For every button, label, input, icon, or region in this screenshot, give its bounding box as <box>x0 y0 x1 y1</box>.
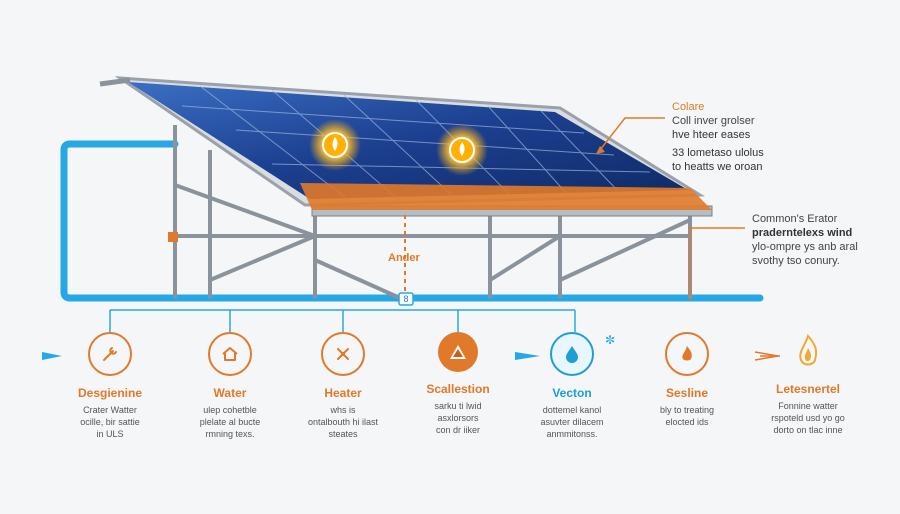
flow-connector <box>109 309 576 332</box>
step-item: Sesline bly to treating elocted ids <box>617 332 757 428</box>
step-title: Letesnertel <box>775 382 841 396</box>
heat-glow-icon <box>436 124 488 176</box>
callout-right-line: svothy tso conury. <box>752 255 840 267</box>
center-label: Ander <box>388 252 420 264</box>
step-desc: in ULS <box>96 429 124 439</box>
step-item: Vecton dottemel kanol asuvter dilacem an… <box>502 332 642 440</box>
callout-right-line: ylo-ompre ys anb aral <box>752 241 858 253</box>
flame-icon <box>665 332 709 376</box>
step-item: Heater whs is ontalbouth hi ilast steate… <box>273 332 413 440</box>
step-item: Scallestion sarku ti lwid asxlorsors con… <box>388 332 528 436</box>
step-title: Scallestion <box>426 382 490 396</box>
callout-leaders <box>599 117 745 300</box>
step-desc: asxlorsors <box>437 413 479 423</box>
step-desc: rspoteld usd yo go <box>771 413 845 423</box>
step-title: Water <box>213 386 247 400</box>
callout-right-heading: Common's Erator <box>752 213 838 225</box>
house-icon <box>208 332 252 376</box>
step-item: Water ulep cohetble plelate al bucte rmn… <box>160 332 300 440</box>
wrench-icon <box>88 332 132 376</box>
step-desc: ocille, bir sattie <box>80 417 140 427</box>
step-desc: sarku ti lwid <box>434 401 482 411</box>
step-desc: ulep cohetble <box>203 405 257 415</box>
callout-right: Common's Erator praderntelexs wind ylo-o… <box>752 212 892 268</box>
step-item: Desgienine Crater Watter ocille, bir sat… <box>40 332 180 440</box>
fire-hand-icon <box>788 332 828 372</box>
step-title: Heater <box>324 386 362 400</box>
warning-triangle-icon <box>438 332 478 372</box>
callout-top: Colare Coll inver grolser hve hteer ease… <box>672 100 872 174</box>
callout-top-line: 33 lometaso ulolus <box>672 147 764 159</box>
tools-icon <box>321 332 365 376</box>
step-title: Vecton <box>552 386 592 400</box>
callout-top-line: to heatts we oroan <box>672 161 763 173</box>
step-desc: con dr iiker <box>435 425 480 435</box>
callout-top-line: Coll inver grolser <box>672 115 755 127</box>
pipe-marker: 8 <box>403 294 408 304</box>
step-desc: elocted ids <box>665 417 709 427</box>
water-drop-icon <box>550 332 594 376</box>
step-title: Desgienine <box>77 386 143 400</box>
step-desc: anmmitonss. <box>546 429 598 439</box>
step-desc: Crater Watter <box>83 405 137 415</box>
support-frame <box>173 125 692 300</box>
step-desc: rmning texs. <box>205 429 255 439</box>
flow-arrow-icon <box>42 352 540 360</box>
step-desc: bly to treating <box>659 405 715 415</box>
step-desc: Fonnine watter <box>778 401 838 411</box>
step-title: Sesline <box>665 386 709 400</box>
step-desc: asuvter dilacem <box>540 417 604 427</box>
solar-panel <box>99 76 712 210</box>
step-desc: steates <box>328 429 358 439</box>
step-desc: ontalbouth hi ilast <box>307 417 379 427</box>
step-desc: plelate al bucte <box>199 417 261 427</box>
flow-arrow-icon <box>754 351 780 361</box>
water-pipe <box>60 140 764 302</box>
step-desc: whs is <box>330 405 356 415</box>
star-marker: ✼ <box>605 333 615 347</box>
callout-top-line: hve hteer eases <box>672 129 751 141</box>
heat-glow-icon <box>309 119 361 171</box>
pipe-joint <box>168 232 178 242</box>
pipe-valve <box>398 292 414 306</box>
step-desc: dorto on tlac inne <box>773 425 843 435</box>
step-item: Letesnertel Fonnine watter rspoteld usd … <box>738 332 878 436</box>
callout-top-heading: Colare <box>672 101 705 113</box>
step-desc: dottemel kanol <box>542 405 602 415</box>
callout-right-line: praderntelexs wind <box>752 227 853 239</box>
